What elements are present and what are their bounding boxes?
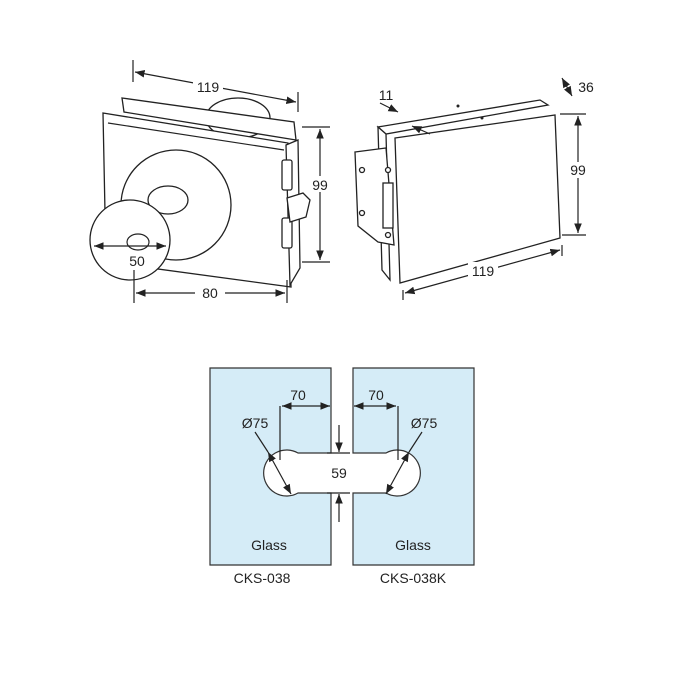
front-plate [394, 114, 561, 284]
left-offset-label: 70 [290, 387, 306, 403]
right-offset-label: 70 [368, 387, 384, 403]
left-glass-label: Glass [251, 537, 287, 553]
lock-latch [286, 192, 311, 223]
knob-neck [147, 185, 189, 215]
left-diameter-label: Ø75 [242, 415, 269, 431]
slot-height-label: 59 [331, 465, 347, 481]
model-label-right: CKS-038K [380, 570, 447, 586]
hinge-thickness-label: 36 [578, 79, 594, 95]
hinge-drawing: 11 36 99 119 [354, 77, 594, 300]
right-diameter-label: Ø75 [411, 415, 438, 431]
glass-cutout-right: 70 Ø75 Glass [352, 367, 475, 566]
keyhole [126, 233, 150, 251]
slot-dimension: 59 [327, 425, 350, 522]
knob-offset-label: 80 [202, 285, 218, 301]
hinge-width-label: 119 [472, 263, 495, 279]
model-label-left: CKS-038 [234, 570, 291, 586]
knob [89, 199, 171, 281]
strike-slot [382, 182, 394, 229]
knob-diameter-label: 50 [129, 253, 145, 269]
right-glass-label: Glass [395, 537, 431, 553]
rear-plate [121, 97, 297, 141]
hinge-height-label: 99 [570, 162, 586, 178]
knob-height-label: 99 [312, 177, 328, 193]
knob-width-label: 119 [197, 79, 220, 95]
hinge-gap-label: 11 [379, 87, 394, 103]
glass-cutout-left: 70 Ø75 Glass [209, 367, 332, 566]
knob-lock-drawing: 119 99 50 80 [89, 60, 335, 303]
